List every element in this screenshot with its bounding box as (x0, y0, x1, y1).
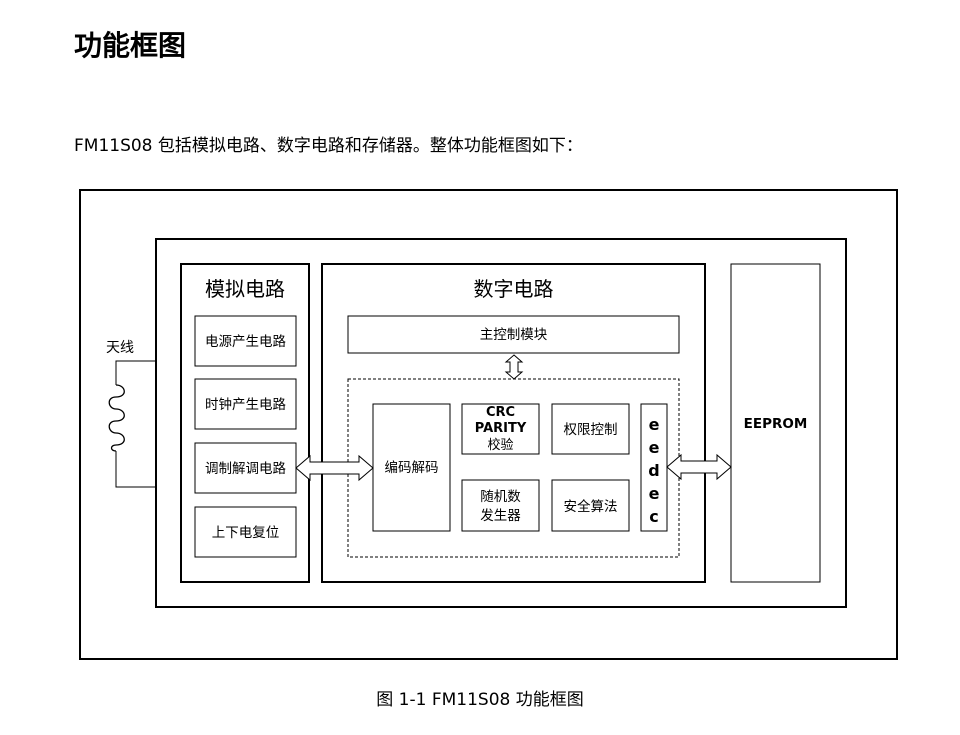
modem-block (194, 442, 297, 494)
intro-paragraph: FM11S08 包括模拟电路、数字电路和存储器。整体功能框图如下： (74, 136, 583, 156)
figure-caption: 图 1-1 FM11S08 功能框图 (376, 690, 584, 710)
eeprom-block (730, 263, 821, 583)
eedec-letter-4: e (649, 484, 660, 503)
antenna-coil-icon (108, 384, 125, 452)
security-algorithm-block (551, 479, 630, 532)
antenna-wire-top (115, 360, 156, 385)
eedec-letter-2: e (649, 438, 660, 457)
eeprom-label: EEPROM (744, 416, 808, 432)
eedec-letter-1: e (649, 415, 660, 434)
permission-control-label: 权限控制 (564, 421, 618, 438)
codec-block (372, 403, 451, 532)
antenna-wire-bottom (115, 451, 156, 488)
crc-label: CRC (486, 405, 515, 420)
eedec-letter-3: d (648, 461, 659, 480)
rng-label-line1: 随机数 (480, 489, 521, 505)
eedec-block (640, 403, 668, 532)
eedec-eeprom-double-arrow (666, 453, 732, 481)
check-label: 校验 (487, 437, 513, 453)
digital-title: 数字电路 (474, 277, 554, 301)
rng-block (461, 479, 540, 532)
permission-control-block (551, 403, 630, 455)
main-control-double-arrow (504, 354, 524, 380)
clock-gen-label: 时钟产生电路 (205, 396, 286, 413)
power-gen-label: 电源产生电路 (205, 334, 286, 350)
main-control-label: 主控制模块 (480, 327, 548, 343)
eedec-letter-5: c (649, 507, 658, 526)
codec-label: 编码解码 (385, 460, 439, 476)
modem-label: 调制解调电路 (205, 461, 286, 477)
crc-parity-block (461, 403, 540, 455)
rng-label-line2: 发生器 (480, 508, 521, 524)
security-algorithm-label: 安全算法 (564, 498, 618, 515)
clock-gen-block (194, 378, 297, 430)
page-title: 功能框图 (74, 29, 187, 62)
power-reset-label: 上下电复位 (212, 524, 280, 541)
modem-codec-double-arrow (295, 454, 374, 482)
analog-title: 模拟电路 (205, 277, 285, 301)
antenna-label: 天线 (106, 340, 134, 356)
parity-label: PARITY (475, 421, 527, 436)
main-control-block (347, 315, 680, 354)
power-reset-block (194, 506, 297, 558)
power-gen-block (194, 315, 297, 367)
